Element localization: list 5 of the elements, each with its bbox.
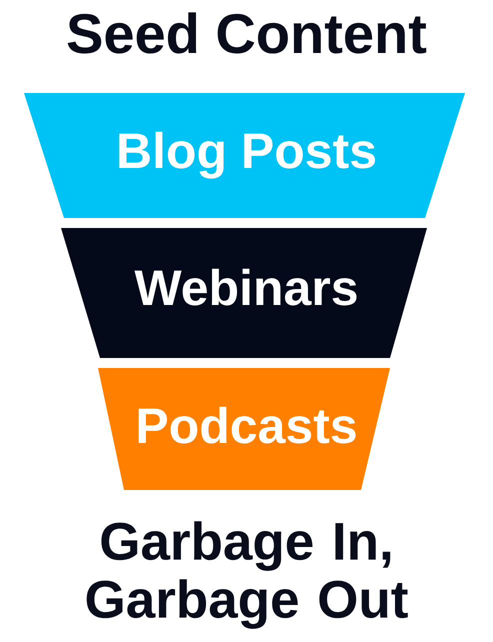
- caption: Garbage In, Garbage Out: [86, 521, 408, 629]
- funnel-band: Webinars: [61, 228, 427, 358]
- funnel-band: Blog Posts: [24, 93, 465, 218]
- funnel-band: Podcasts: [98, 368, 390, 490]
- title: Seed Content: [68, 12, 426, 54]
